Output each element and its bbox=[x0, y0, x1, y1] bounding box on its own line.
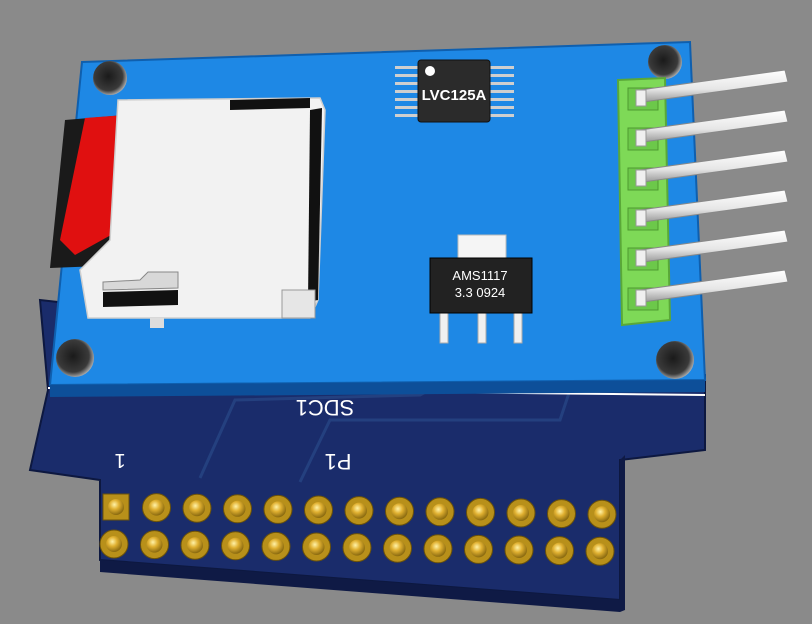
header-pin bbox=[504, 535, 534, 565]
chip-leg bbox=[488, 66, 514, 69]
header-pin bbox=[464, 534, 493, 564]
chip-leg bbox=[395, 90, 421, 93]
right-header-pin bbox=[627, 229, 789, 271]
chip-leg bbox=[488, 90, 514, 93]
header-pin bbox=[547, 499, 576, 529]
chip-leg bbox=[395, 66, 421, 69]
right-header-pin bbox=[627, 109, 789, 151]
right-angle-header bbox=[616, 69, 789, 327]
header-pin bbox=[545, 536, 574, 566]
header-pin bbox=[385, 496, 414, 526]
chip-leg bbox=[488, 82, 514, 85]
right-header-pin bbox=[627, 69, 789, 111]
right-header-pin bbox=[627, 269, 789, 311]
p1-designator: P1 bbox=[325, 449, 352, 474]
header-pin bbox=[261, 531, 291, 561]
header-pin-array bbox=[99, 493, 617, 566]
mounting-hole-bottom-left bbox=[56, 339, 94, 377]
sdc1-designator: SDC1 bbox=[296, 395, 355, 420]
header-pin bbox=[342, 533, 372, 563]
header-pin bbox=[99, 529, 129, 559]
ams1117-label-line2: 3.3 0924 bbox=[455, 285, 506, 300]
header-pin bbox=[221, 531, 250, 561]
header-pin bbox=[344, 496, 374, 526]
header-pin bbox=[304, 495, 333, 525]
chip-leg bbox=[488, 74, 514, 77]
header-pin bbox=[223, 494, 252, 524]
right-header-pin bbox=[627, 189, 789, 231]
chip-leg bbox=[488, 106, 514, 109]
header-pin bbox=[587, 499, 617, 529]
header-pin bbox=[585, 536, 615, 566]
chip-leg bbox=[395, 74, 421, 77]
header-pin bbox=[383, 533, 412, 563]
header-pin bbox=[142, 493, 171, 523]
header-pin bbox=[140, 530, 169, 560]
chip-leg bbox=[395, 114, 421, 117]
header-pin bbox=[423, 534, 453, 564]
ams1117-regulator: AMS1117 3.3 0924 bbox=[429, 234, 533, 344]
header-pin bbox=[425, 497, 455, 527]
chip-leg bbox=[395, 82, 421, 85]
mounting-hole-bottom-right bbox=[656, 341, 694, 379]
lvc125a-label: LVC125A bbox=[422, 87, 487, 104]
chip-leg bbox=[488, 98, 514, 101]
right-header-pin bbox=[627, 149, 789, 191]
mounting-hole-top-right bbox=[648, 45, 682, 79]
lvc125a-chip: LVC125A bbox=[395, 59, 514, 123]
chip-leg bbox=[488, 114, 514, 117]
sd-card-socket bbox=[50, 97, 326, 328]
header-pin bbox=[102, 493, 130, 521]
ams1117-label-line1: AMS1117 bbox=[452, 268, 507, 283]
header-pin bbox=[466, 497, 495, 527]
chip-leg bbox=[395, 106, 421, 109]
chip-leg bbox=[395, 98, 421, 101]
header-pin bbox=[182, 493, 212, 523]
header-pin bbox=[506, 498, 536, 528]
header-pin bbox=[302, 532, 331, 562]
pin1-marker: 1 bbox=[114, 449, 125, 471]
mounting-hole-top-left bbox=[93, 61, 127, 95]
header-pin bbox=[180, 530, 210, 560]
header-pin bbox=[263, 494, 293, 524]
